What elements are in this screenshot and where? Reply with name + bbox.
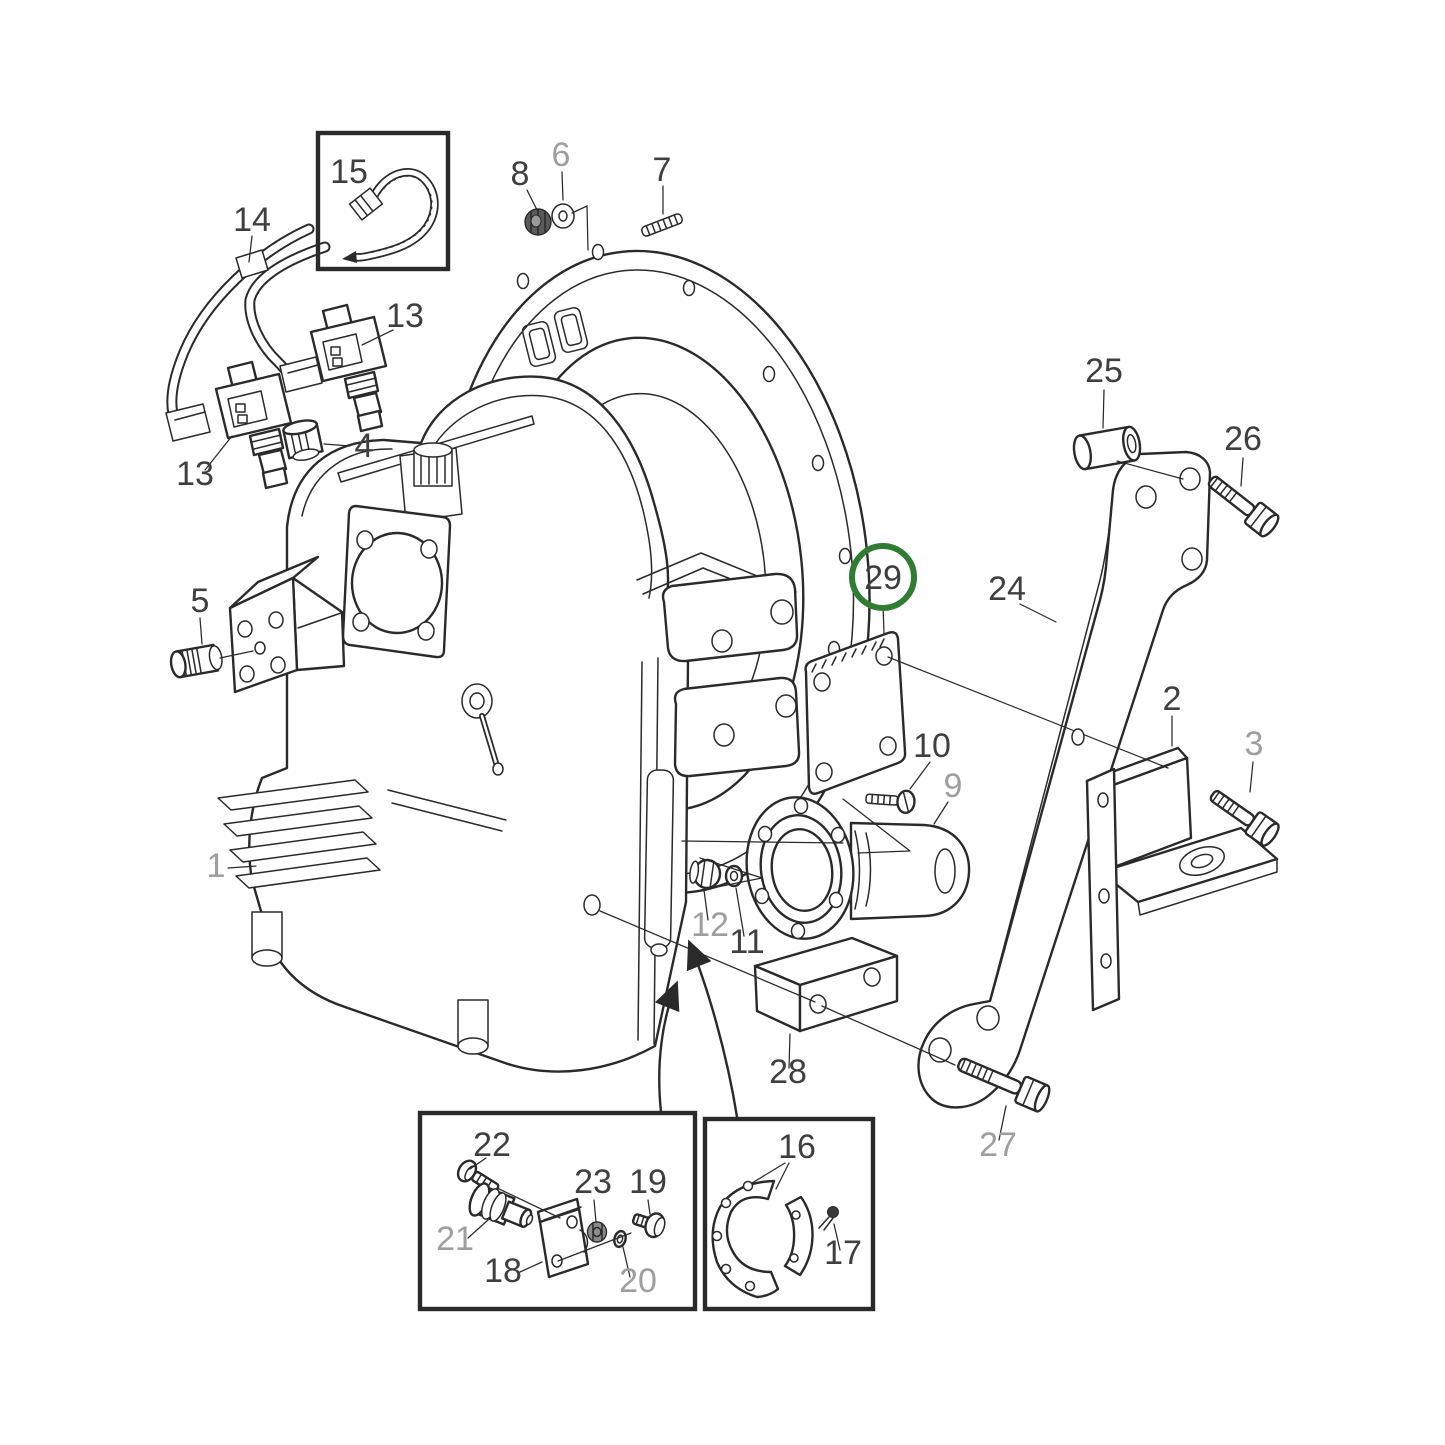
bracket-2: [1085, 746, 1279, 1012]
oil-pump: [228, 555, 346, 694]
bracket-24: [917, 450, 1212, 1109]
callout-12[interactable]: 12: [691, 906, 729, 944]
dipstick: [461, 683, 504, 776]
speed-sensor-21: [468, 1182, 534, 1228]
sensor-bracket-18: [536, 1197, 590, 1279]
mounting-feet: [251, 911, 489, 1055]
callout-20[interactable]: 20: [619, 1262, 657, 1300]
washer-6: [551, 203, 575, 229]
callout-21[interactable]: 21: [436, 1220, 474, 1258]
callout-7[interactable]: 7: [653, 151, 672, 189]
callout-25[interactable]: 25: [1085, 352, 1123, 390]
stud-7: [641, 213, 683, 237]
callout-1[interactable]: 1: [207, 847, 226, 885]
cover-plate-29: [804, 631, 907, 795]
inset-cable-tie: [315, 130, 451, 272]
screw-17: [818, 1206, 839, 1231]
callout-13[interactable]: 13: [386, 297, 424, 335]
spacer-block-28: [753, 936, 899, 1033]
actuator-rod: [643, 769, 675, 957]
breather-cap: [399, 442, 463, 523]
callout-6[interactable]: 6: [552, 136, 571, 174]
leader-lines: [199, 171, 1254, 1141]
callout-16[interactable]: 16: [778, 1128, 816, 1166]
callout-24[interactable]: 24: [988, 570, 1026, 608]
callout-27[interactable]: 27: [979, 1126, 1017, 1164]
callout-15[interactable]: 15: [330, 153, 368, 191]
callout-3[interactable]: 3: [1245, 725, 1264, 763]
shim-ring-16: [711, 1179, 814, 1299]
inset-left-leaders: [467, 1157, 651, 1278]
inset-shim-kit: [702, 1116, 876, 1312]
callout-29-highlighted[interactable]: 29: [864, 559, 902, 597]
bolt-3: [1209, 789, 1280, 847]
callout-9[interactable]: 9: [944, 767, 963, 805]
cooling-fins: [217, 779, 381, 889]
screw-10: [865, 789, 916, 815]
callout-19[interactable]: 19: [629, 1163, 667, 1201]
callout-10[interactable]: 10: [913, 727, 951, 765]
callout-18[interactable]: 18: [484, 1252, 522, 1290]
nut-23: [586, 1221, 608, 1243]
oil-hoses: [165, 223, 331, 442]
inset-right-leaders: [751, 1162, 841, 1251]
callout-13[interactable]: 13: [176, 455, 214, 493]
washer-11: [724, 864, 744, 888]
callout-8[interactable]: 8: [511, 155, 530, 193]
housing-lug-lower: [673, 676, 801, 778]
plug-5: [169, 643, 223, 679]
callout-23[interactable]: 23: [574, 1163, 612, 1201]
nut-12: [689, 858, 722, 890]
flange-slots: [521, 307, 589, 367]
callout-26[interactable]: 26: [1224, 420, 1262, 458]
pressure-sensor-13-left: [214, 360, 293, 490]
bolt-27: [957, 1057, 1051, 1113]
highlight-circle: [849, 543, 917, 611]
bolt-26: [1207, 475, 1280, 538]
callout-11[interactable]: 11: [729, 923, 764, 961]
callout-17[interactable]: 17: [824, 1234, 862, 1272]
pressure-sensor-13-right: [309, 303, 388, 433]
nut-8: [524, 208, 552, 236]
callout-5[interactable]: 5: [191, 582, 210, 620]
pump-gasket: [341, 504, 452, 659]
callout-28[interactable]: 28: [769, 1053, 807, 1091]
callout-2[interactable]: 2: [1163, 680, 1182, 718]
inset-sensor-kit: [417, 1110, 698, 1312]
hose-clamp: [235, 249, 269, 279]
callout-22[interactable]: 22: [473, 1126, 511, 1164]
plug-4: [282, 419, 324, 462]
bolt-19: [631, 1212, 666, 1239]
callout-14[interactable]: 14: [233, 201, 271, 239]
callout-4[interactable]: 4: [355, 427, 374, 465]
clutch-drum-9: [849, 821, 971, 921]
inset-arrows: [654, 939, 739, 1119]
spacer-bushing-25: [1072, 425, 1142, 471]
cable-tie: [342, 167, 439, 263]
housing-lug-upper: [661, 572, 799, 663]
